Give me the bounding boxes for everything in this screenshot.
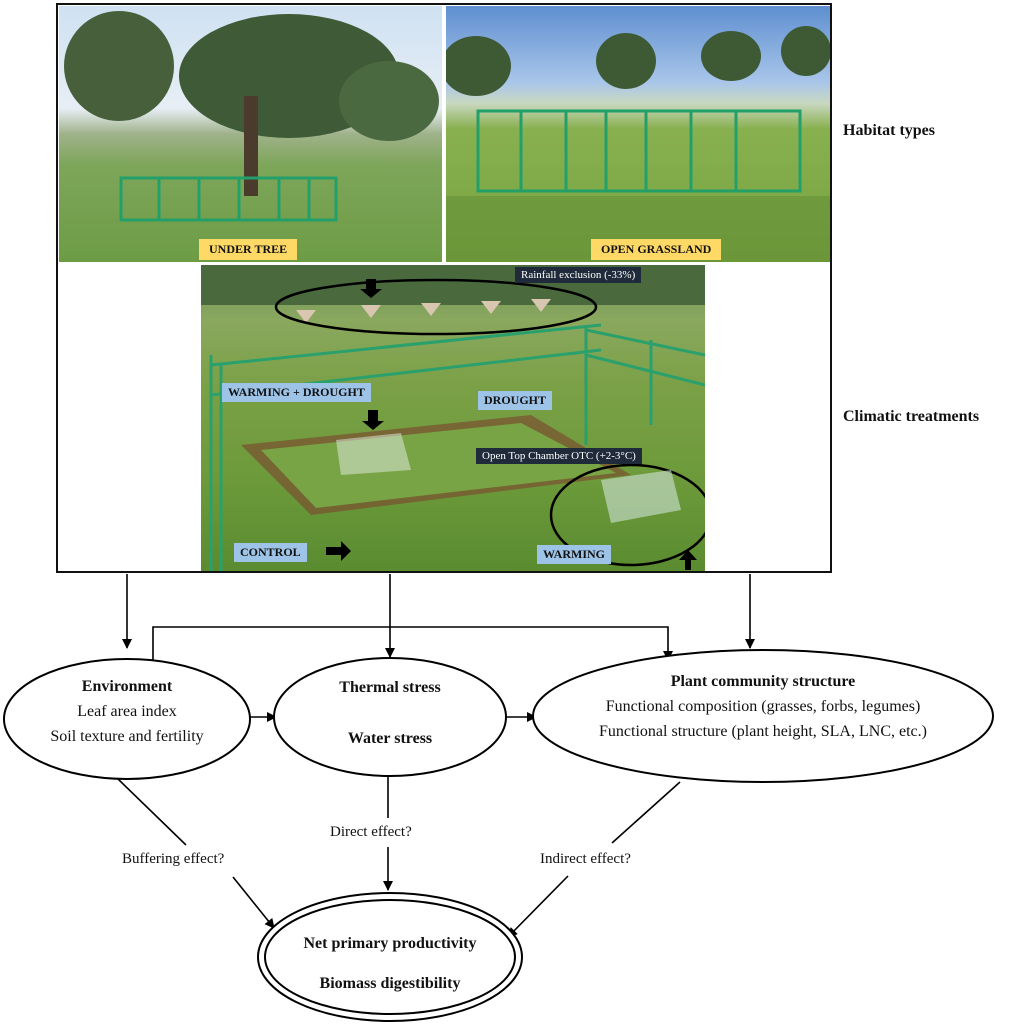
environment-title: Environment (81, 678, 173, 695)
node-plant-community (532, 649, 994, 783)
arrow-right-control (326, 541, 351, 561)
label-warming-drought: WARMING + DROUGHT (222, 383, 371, 402)
tree (781, 26, 830, 76)
label-warming: WARMING (537, 545, 611, 564)
edge-label-indirect: Indirect effect? (540, 851, 631, 867)
label-habitat-types: Habitat types (843, 122, 935, 139)
oak-canopy-left (64, 11, 174, 121)
tree (596, 33, 656, 89)
community-line1: Functional composition (grasses, forbs, … (605, 698, 921, 715)
photo-open-grassland: OPEN GRASSLAND (446, 6, 830, 262)
edge-buffering-upper (117, 778, 187, 846)
label-drought: DROUGHT (478, 391, 553, 410)
community-title: Plant community structure (670, 673, 856, 690)
arrow-up-warming (679, 550, 697, 570)
open-top-chamber (601, 470, 681, 523)
arrow-environment-to-community (152, 626, 673, 661)
node-environment (3, 658, 251, 780)
environment-line2: Soil texture and fertility (50, 728, 204, 745)
arrow-buffering-to-productivity (232, 876, 275, 929)
fence-open-grassland (476, 109, 802, 193)
photo-under-tree: UNDER TREE (59, 6, 442, 262)
label-under-tree: UNDER TREE (199, 239, 298, 260)
otc-ellipse (549, 463, 705, 567)
pointer-arrows (326, 279, 697, 570)
tree (446, 36, 511, 96)
node-productivity-inner (264, 899, 516, 1015)
community-line2: Functional structure (plant height, SLA,… (599, 723, 927, 740)
oak-trunk (244, 96, 258, 196)
photo-climatic-treatments: Rainfall exclusion (-33%) WARMING + DROU… (201, 265, 705, 571)
label-climatic-treatments: Climatic treatments (843, 408, 980, 425)
arrow-indirect-to-productivity (507, 875, 569, 938)
arrow-down-rainfall (360, 279, 382, 298)
arrow-down-warming-drought (362, 410, 384, 430)
label-control: CONTROL (234, 543, 307, 562)
photo-composite-frame: UNDER TREE OPEN GRASSLAND (56, 3, 832, 573)
label-otc: Open Top Chamber OTC (+2-3°C) (476, 448, 642, 464)
open-grassland-scene (446, 26, 830, 262)
productivity-line1: Net primary productivity (303, 935, 477, 952)
edge-indirect-upper (611, 781, 681, 844)
chamber-warming-drought (336, 433, 411, 475)
productivity-line2: Biomass digestibility (319, 975, 461, 992)
node-stress (273, 657, 507, 777)
label-rainfall-exclusion: Rainfall exclusion (-33%) (515, 267, 642, 283)
label-open-grassland: OPEN GRASSLAND (591, 239, 722, 260)
oak-canopy-back (339, 61, 439, 141)
environment-line1: Leaf area index (77, 703, 177, 720)
stress-water: Water stress (347, 730, 433, 747)
tree (701, 31, 761, 81)
rainfall-exclusion-ellipse (274, 278, 598, 336)
under-tree-scene (64, 11, 439, 222)
edge-label-buffering: Buffering effect? (122, 851, 225, 867)
fence-under-tree (119, 176, 338, 222)
edge-label-direct: Direct effect? (330, 824, 412, 840)
rain-gutters (296, 299, 551, 323)
stress-thermal: Thermal stress (339, 679, 441, 696)
